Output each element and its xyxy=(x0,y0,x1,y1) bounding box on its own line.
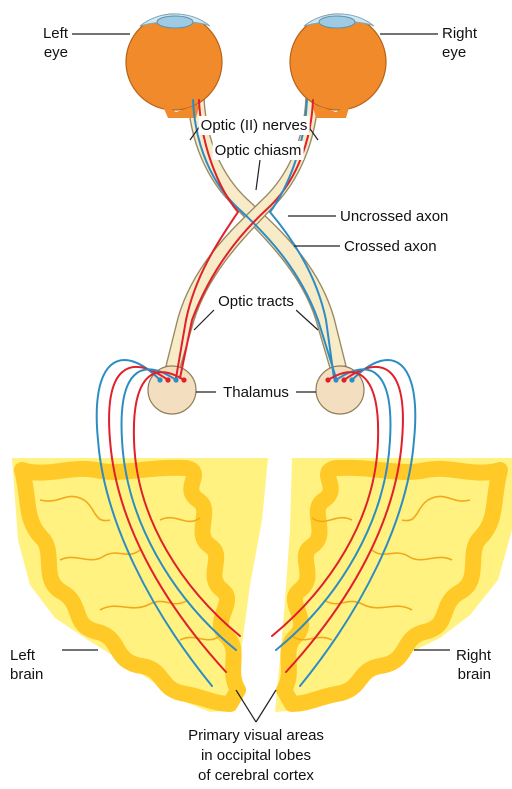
primary-visual-areas-label: Primary visual areas in occipital lobes … xyxy=(188,726,324,786)
optic-pathway xyxy=(166,98,346,368)
optic-tracts-label: Optic tracts xyxy=(216,292,296,311)
primary-visual-line3: of cerebral cortex xyxy=(188,766,324,786)
left-eye-label-line1: Left xyxy=(20,24,68,43)
right-eye-label: Right eye xyxy=(442,24,477,62)
right-eye-label-line1: Right xyxy=(442,24,477,43)
eyes xyxy=(126,14,386,118)
optic-nerves-label: Optic (II) nerves xyxy=(199,116,310,135)
right-optic-nerve-and-tract xyxy=(166,98,318,368)
right-brain-label-line2: brain xyxy=(456,665,491,684)
primary-visual-line1: Primary visual areas xyxy=(188,726,324,746)
left-brain-label-line2: brain xyxy=(10,665,58,684)
optic-chiasm-label: Optic chiasm xyxy=(213,141,304,160)
right-brain-label-line1: Right xyxy=(456,646,491,665)
primary-visual-line2: in occipital lobes xyxy=(188,746,324,766)
brain-sections xyxy=(12,458,512,712)
left-eye xyxy=(126,14,222,118)
thalamus-label: Thalamus xyxy=(221,383,291,402)
right-brain-label: Right brain xyxy=(456,646,491,684)
left-eye-label-line2: eye xyxy=(20,43,68,62)
right-eye xyxy=(290,14,386,118)
crossed-axon-label: Crossed axon xyxy=(344,237,437,256)
left-brain-label: Left brain xyxy=(10,646,58,684)
left-optic-nerve-and-tract xyxy=(188,98,346,368)
uncrossed-axon-label: Uncrossed axon xyxy=(340,207,448,226)
left-eye-label: Left eye xyxy=(20,24,68,62)
left-brain-label-line1: Left xyxy=(10,646,58,665)
right-eye-label-line2: eye xyxy=(442,43,477,62)
